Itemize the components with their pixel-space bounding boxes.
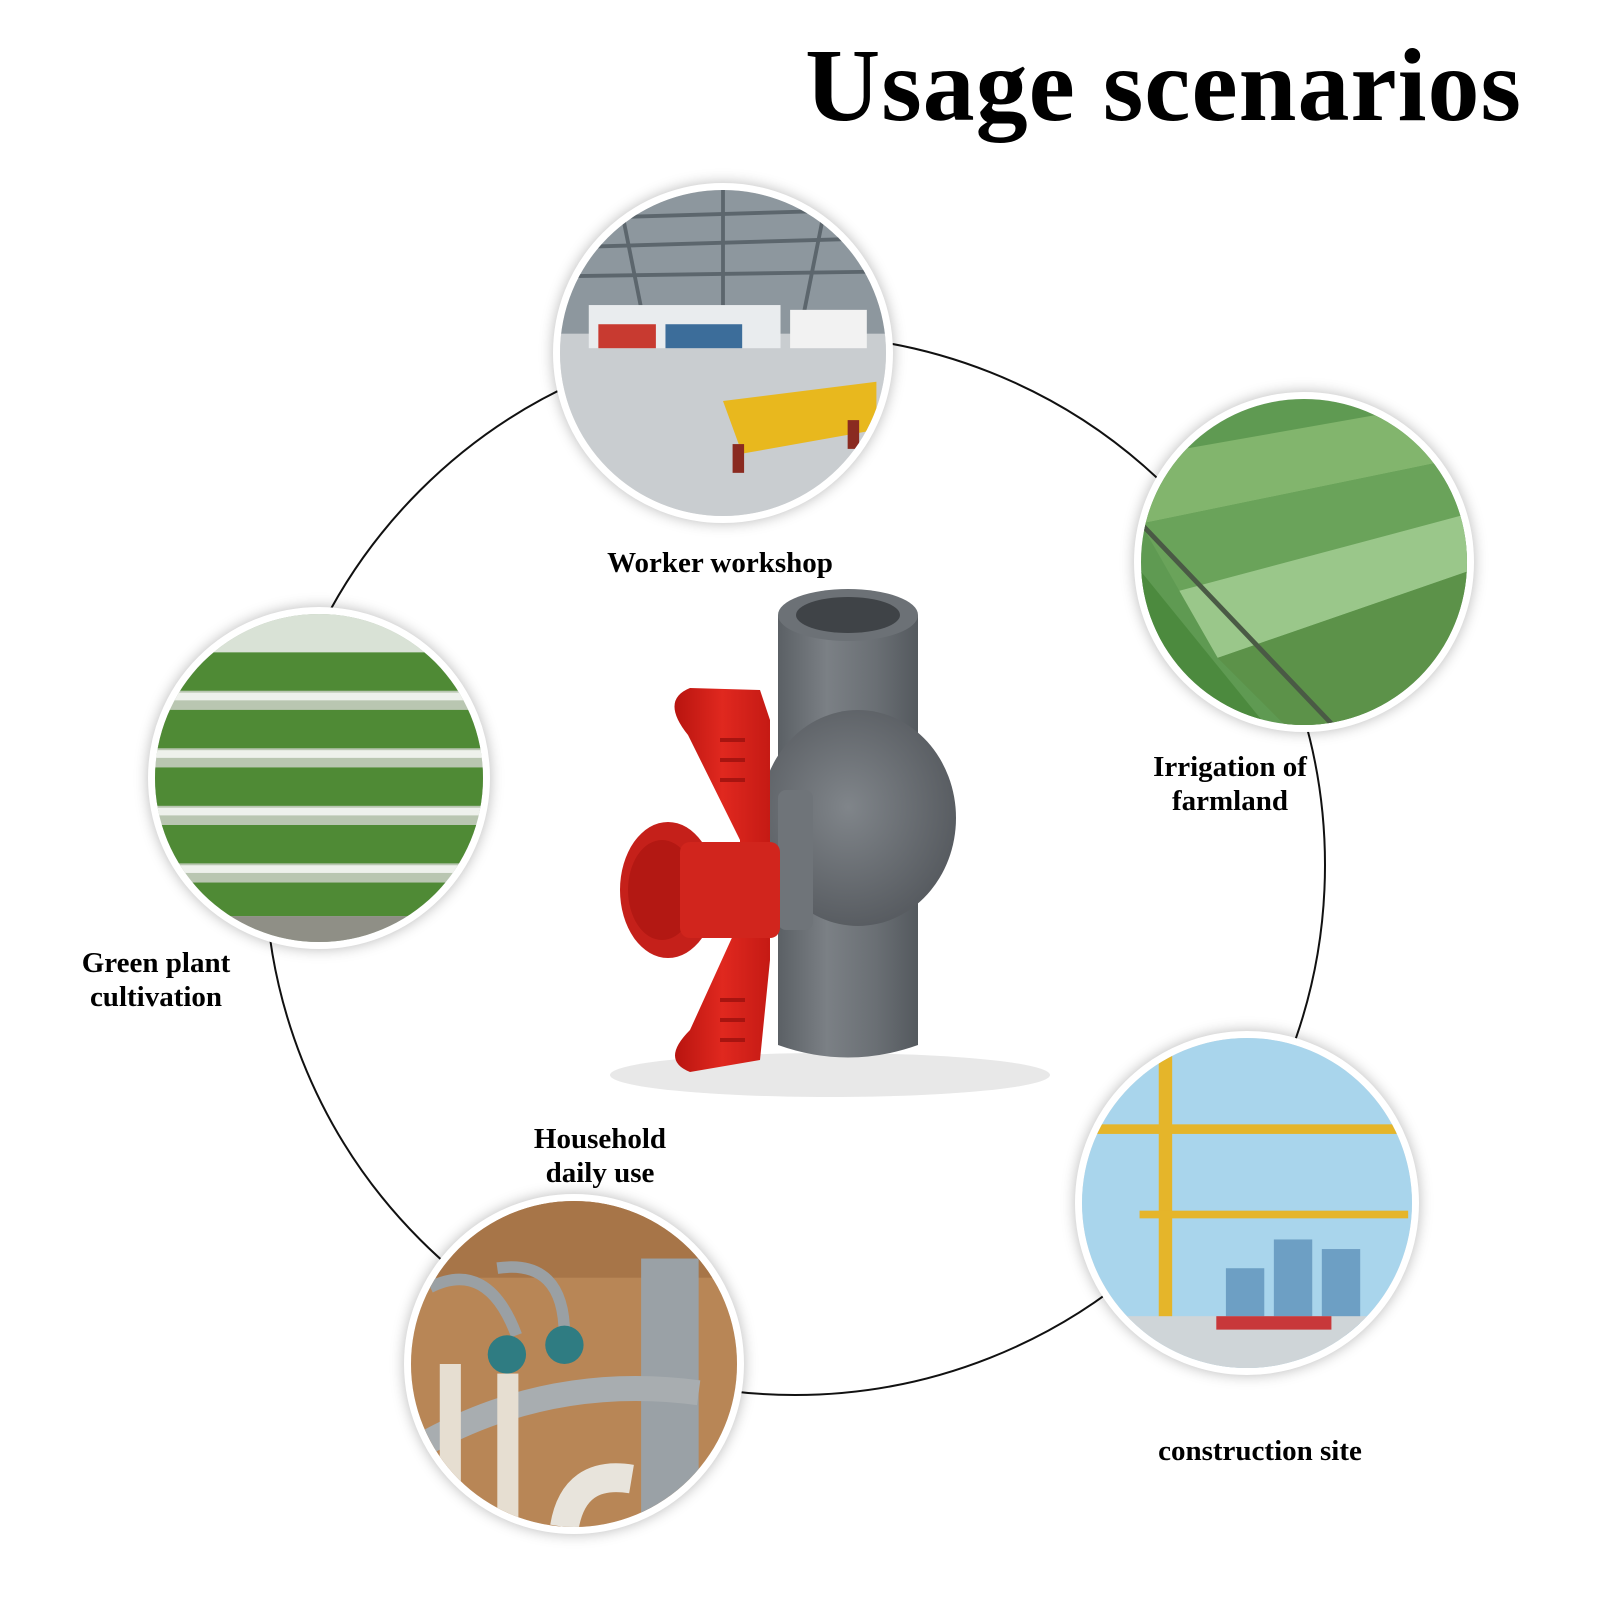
- household-photo: [404, 1194, 744, 1534]
- valve-handle: [620, 688, 780, 1072]
- caption-worker-workshop: Worker workshop: [607, 547, 833, 579]
- farmland-photo: [1134, 392, 1474, 732]
- page-title: Usage scenarios: [805, 28, 1522, 143]
- construction-photo: [1075, 1031, 1419, 1375]
- caption-construction: construction site: [1158, 1435, 1362, 1467]
- caption-household: Household daily use: [533, 1123, 667, 1189]
- caption-green-plant: Green plant cultivation: [81, 947, 231, 1013]
- caption-irrigation: Irrigation of farmland: [1153, 751, 1307, 817]
- valve-body: [760, 589, 956, 1058]
